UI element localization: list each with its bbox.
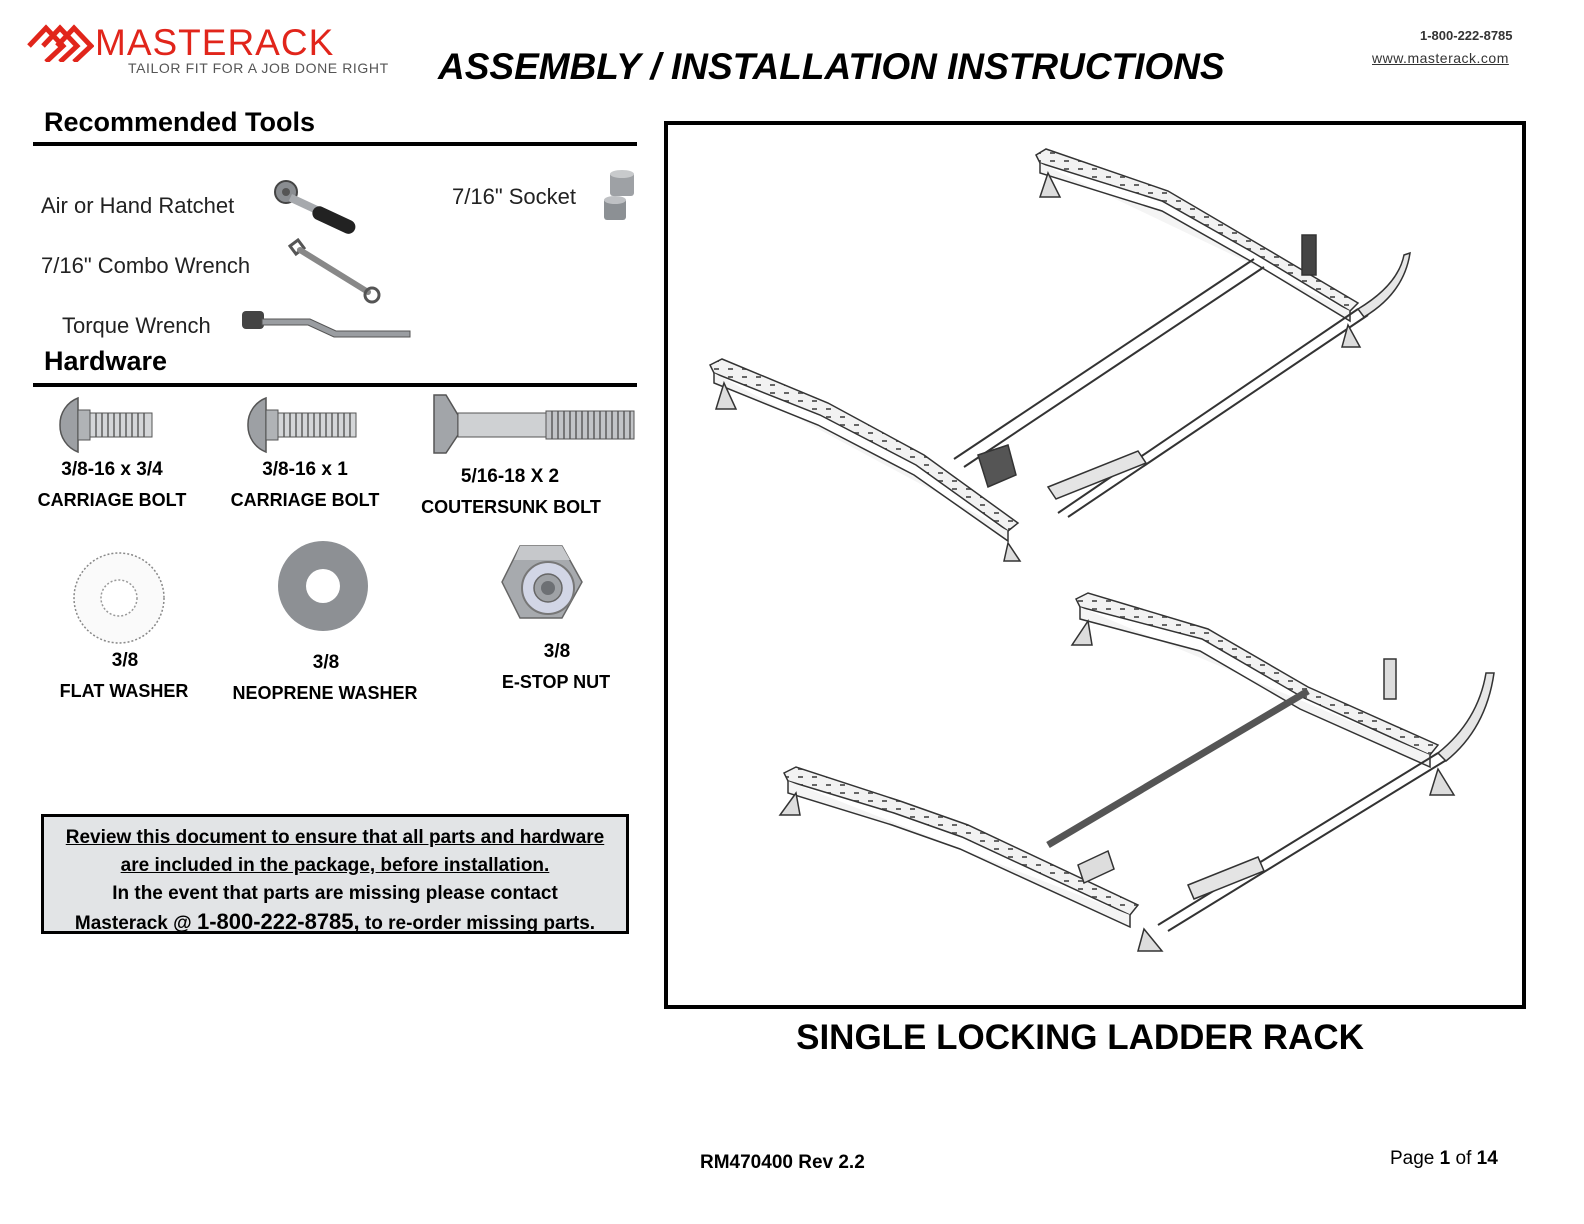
hardware-divider [33,383,637,387]
ladder-rack-illustration [708,148,1495,952]
document-number: RM470400 Rev 2.2 [700,1152,865,1173]
tool-label-torque-wrench: Torque Wrench [62,313,211,338]
page-number: Page 1 of 14 [1390,1148,1498,1169]
neoprene-washer-icon [278,541,368,631]
notice-line: Review this document to ensure that all … [65,827,605,848]
torque-wrench-icon [242,311,411,338]
ladder-rack-top-view [708,148,1411,562]
hardware-size: 3/8-16 x 1 [262,459,348,480]
ladder-rack-bottom-view [778,592,1495,952]
socket-icon [604,170,634,220]
logo-tagline: TAILOR FIT FOR A JOB DONE RIGHT [128,60,389,76]
hardware-name: E-STOP NUT [501,672,611,692]
hardware-name: COUTERSUNK BOLT [421,497,601,517]
product-title: SINGLE LOCKING LADDER RACK [796,1018,1364,1057]
hardware-size: 3/8 [111,650,139,671]
logo-wordmark: MASTERACK [95,22,335,63]
hardware-name: NEOPRENE WASHER [232,683,418,703]
hardware-section-title: Hardware [44,346,168,376]
notice-line: In the event that parts are missing plea… [112,883,558,904]
notice-line: Masterack @ 1-800-222-8785, to re-order … [74,909,596,934]
header-website-link[interactable]: www.masterack.com [1372,50,1509,66]
header-phone: 1-800-222-8785 [1420,28,1513,43]
hardware-name: CARRIAGE BOLT [230,490,380,510]
page-title: ASSEMBLY / INSTALLATION INSTRUCTIONS [438,46,1225,87]
hardware-size: 5/16-18 X 2 [460,466,560,487]
hardware-size: 3/8 [543,641,571,662]
tools-section-title: Recommended Tools [44,107,316,137]
hardware-name: CARRIAGE BOLT [37,490,187,510]
carriage-bolt-icon [59,396,153,454]
estop-nut-icon [501,545,583,619]
tool-label-socket: 7/16" Socket [452,184,576,209]
missing-parts-notice: Review this document to ensure that all … [41,814,629,934]
tool-label-combo-wrench: 7/16" Combo Wrench [41,253,251,278]
tool-label-ratchet: Air or Hand Ratchet [41,193,235,218]
flat-washer-icon [73,552,165,644]
carriage-bolt-icon [247,396,357,454]
hardware-size: 3/8 [312,652,340,673]
ratchet-icon [274,180,356,234]
ladder-rack-diagram-frame [664,121,1526,1009]
masterack-logo-icon [27,24,94,62]
hardware-name: FLAT WASHER [59,681,189,701]
tools-divider [33,142,637,146]
combo-wrench-icon [287,238,381,304]
hardware-size: 3/8-16 x 3/4 [61,459,163,480]
countersunk-bolt-icon [433,394,635,454]
notice-phone: 1-800-222-8785, [196,909,360,934]
notice-line: are included in the package, before inst… [120,855,550,876]
